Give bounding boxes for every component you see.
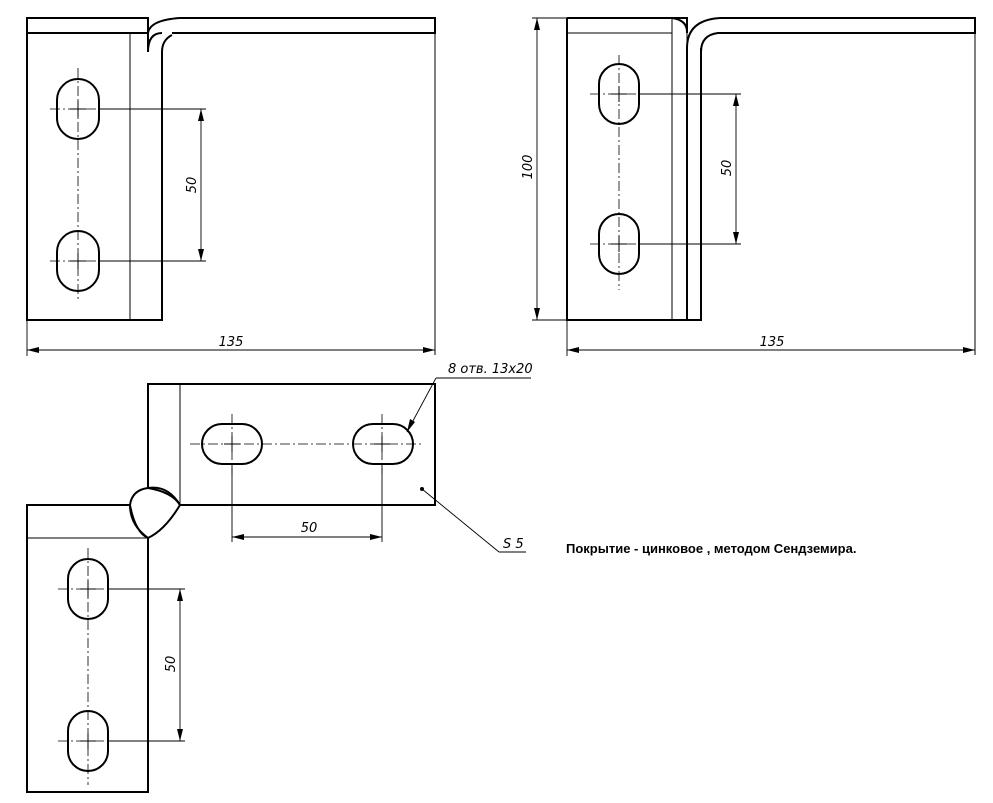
view-top-left-flange bbox=[172, 17, 436, 34]
view-top-right-outline bbox=[567, 17, 688, 33]
view-top-left: 50 135 bbox=[26, 17, 436, 356]
view-top-right: 50 100 135 bbox=[521, 17, 976, 356]
view-bottom: 50 50 8 отв. 13х20 S 5 bbox=[26, 362, 533, 793]
dim-hole-spacing: 50 bbox=[720, 160, 735, 177]
callout-thickness: S 5 bbox=[503, 537, 524, 552]
view-top-left-outline bbox=[26, 17, 149, 34]
coating-note: Покрытие - цинковое , методом Сендземира… bbox=[566, 541, 857, 556]
view-bottom-upper-plate bbox=[147, 383, 436, 506]
dim-hole-spacing-vertical: 50 bbox=[164, 656, 179, 673]
view-top-left-outline-left bbox=[26, 33, 163, 321]
dim-height: 100 bbox=[521, 155, 536, 180]
dim-width: 135 bbox=[219, 335, 244, 350]
dim-hole-spacing: 50 bbox=[185, 177, 200, 194]
dim-hole-spacing-horizontal: 50 bbox=[301, 521, 318, 536]
callout-holes: 8 отв. 13х20 bbox=[448, 362, 533, 377]
slot-hole bbox=[352, 423, 414, 465]
dim-width: 135 bbox=[760, 335, 785, 350]
